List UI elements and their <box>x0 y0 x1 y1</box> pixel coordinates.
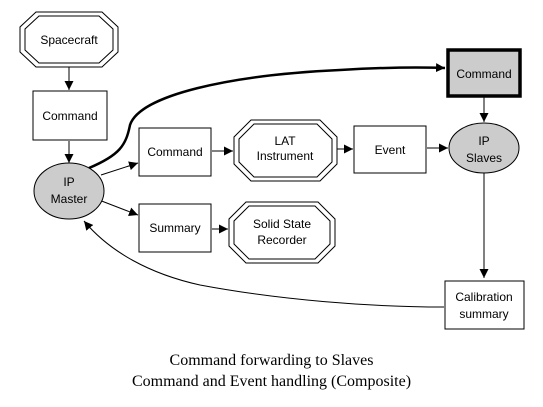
calibration-label-line2: summary <box>459 307 508 321</box>
command-top-box <box>446 48 522 98</box>
calibration-label-line1: Calibration <box>455 290 512 304</box>
node-lat-instrument: LAT Instrument <box>233 119 338 182</box>
ip-slaves-label-line1: IP <box>478 134 489 148</box>
node-command-mid: Command <box>138 127 212 177</box>
edge-ip-master-to-summary <box>98 199 139 216</box>
edge-ip-master-to-command-top <box>88 63 446 170</box>
edges <box>64 63 489 308</box>
command-left-label: Command <box>42 109 97 123</box>
command-left-box <box>32 90 108 141</box>
ip-slaves-label-line2: Slaves <box>466 151 502 165</box>
node-calibration-summary: Calibration summary <box>444 280 525 330</box>
node-summary: Summary <box>138 203 212 253</box>
node-event: Event <box>353 125 427 174</box>
summary-label: Summary <box>149 221 200 235</box>
lat-instrument-label-line1: LAT <box>274 134 296 148</box>
summary-box <box>138 203 212 253</box>
ip-master-label-line2: Master <box>51 192 88 206</box>
ip-master-label-line1: IP <box>63 175 74 189</box>
node-ip-master: IP Master <box>33 162 105 220</box>
edge-calibration-to-ip-master <box>83 220 445 308</box>
spacecraft-inner-octagon <box>24 15 114 64</box>
caption-line2: Command and Event handling (Composite) <box>131 373 412 390</box>
calibration-box <box>444 280 525 330</box>
spacecraft-label: Spacecraft <box>40 33 98 47</box>
node-ip-slaves: IP Slaves <box>448 122 520 174</box>
ip-slaves-ellipse <box>448 122 520 174</box>
caption-line1: Command forwarding to Slaves <box>169 352 374 369</box>
lat-instrument-label-line2: Instrument <box>257 149 314 163</box>
ssr-inner-octagon <box>233 205 331 260</box>
node-command-top: Command <box>446 48 522 98</box>
event-label: Event <box>375 143 406 157</box>
edge-ip-master-to-command <box>100 161 139 176</box>
ip-master-ellipse <box>33 162 105 220</box>
command-mid-label: Command <box>147 145 202 159</box>
event-box <box>353 125 427 174</box>
ssr-label-line1: Solid State <box>253 217 311 231</box>
ssr-label-line2: Recorder <box>257 233 306 247</box>
node-spacecraft: Spacecraft <box>19 11 119 68</box>
command-mid-box <box>138 127 212 177</box>
command-top-label: Command <box>456 67 511 81</box>
node-solid-state-recorder: Solid State Recorder <box>228 201 336 264</box>
lat-instrument-inner-octagon <box>238 123 333 178</box>
node-command-left: Command <box>32 90 108 141</box>
